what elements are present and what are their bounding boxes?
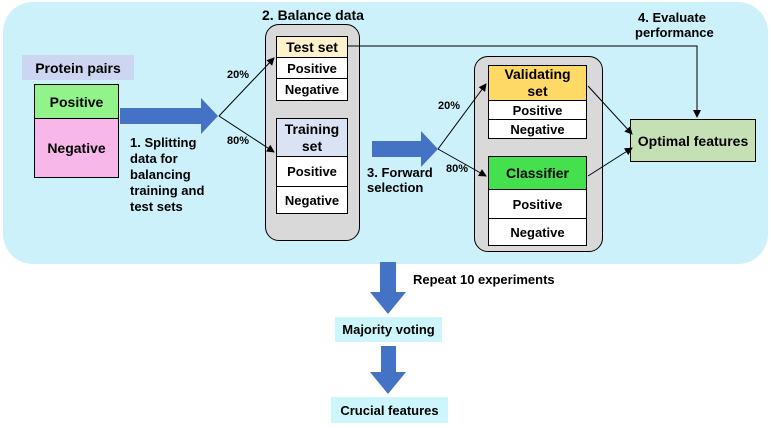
step4-label: 4. Evaluate performance: [635, 10, 714, 40]
training-set-title: Training set: [276, 118, 348, 157]
block-arrow-voting: [370, 346, 406, 394]
test-set-negative: Negative: [276, 78, 348, 101]
majority-voting-box: Majority voting: [335, 317, 442, 342]
block-arrow-repeat: [370, 262, 406, 314]
training-set-positive: Positive: [276, 156, 348, 187]
protein-pairs-positive: Positive: [34, 84, 119, 119]
crucial-features-box: Crucial features: [331, 397, 448, 423]
training-set-negative: Negative: [276, 186, 348, 214]
step3-label: 3. Forward selection: [367, 165, 433, 195]
repeat-label: Repeat 10 experiments: [413, 272, 555, 287]
block-arrow-split: [120, 98, 218, 134]
train-split-pct: 80%: [227, 135, 250, 147]
validating-set-negative: Negative: [488, 119, 587, 139]
test-split-pct: 20%: [227, 69, 250, 81]
arrow-validating-to-optimal: [587, 85, 633, 135]
protein-pairs-title: Protein pairs: [22, 55, 134, 80]
arrow-to-classifier: [437, 148, 487, 177]
validating-set-title: Validating set: [488, 65, 587, 101]
arrow-to-validating-set: [437, 83, 487, 150]
arrow-to-training-set: [218, 115, 275, 153]
arrow-to-test-set: [218, 57, 275, 117]
classifier-split-pct: 80%: [446, 163, 469, 175]
validate-split-pct: 20%: [438, 100, 461, 112]
arrow-test-to-optimal: [348, 45, 701, 118]
classifier-negative: Negative: [488, 218, 587, 246]
optimal-features-box: Optimal features: [630, 119, 756, 162]
arrow-classifier-to-optimal: [587, 147, 633, 177]
step1-label: 1. Splitting data for balancing training…: [130, 135, 205, 214]
block-arrow-forward: [372, 131, 438, 167]
step2-label: 2. Balance data: [262, 7, 364, 23]
protein-pairs-negative: Negative: [34, 118, 119, 178]
